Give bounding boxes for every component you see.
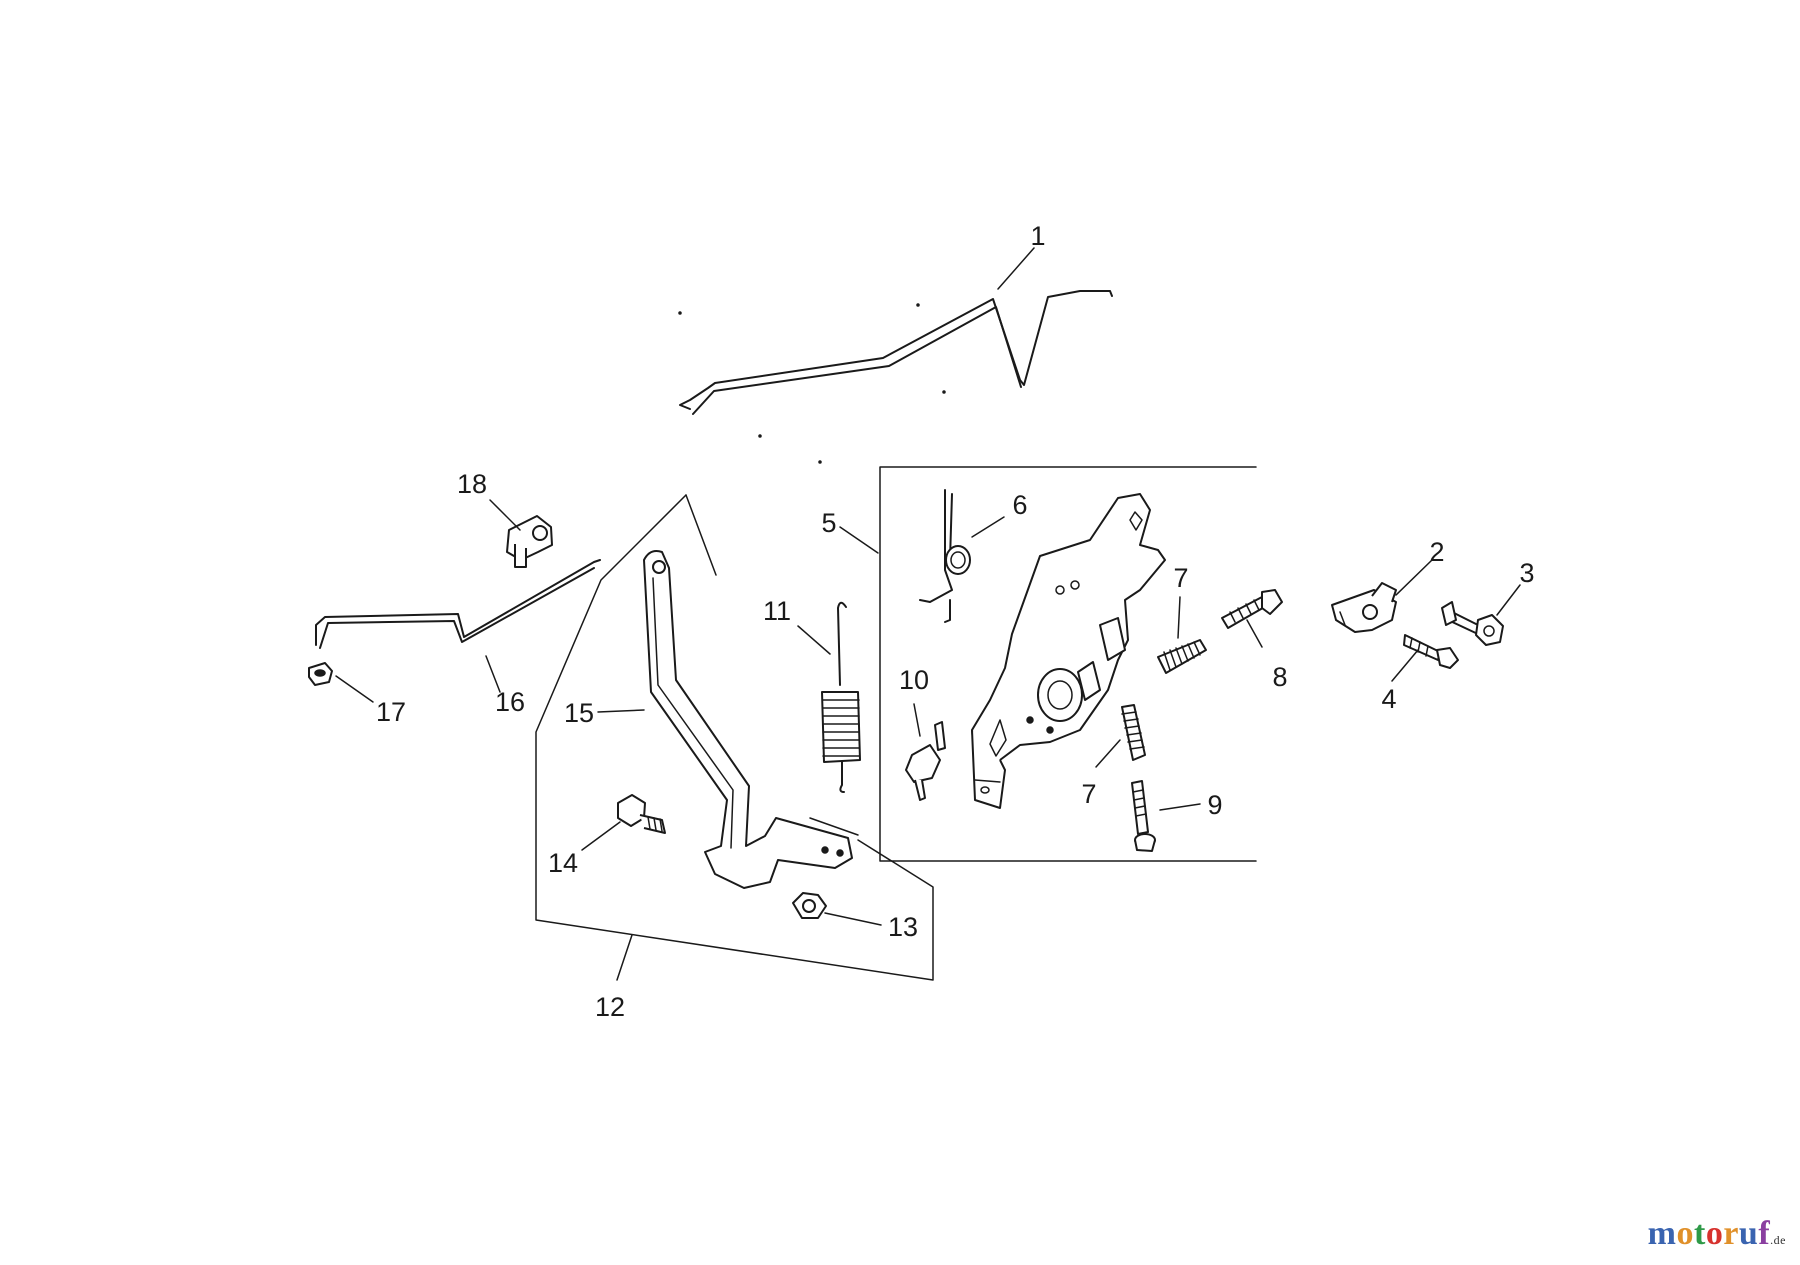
nut-13 <box>792 892 827 919</box>
callout-5: 5 <box>821 508 836 538</box>
governor-plate-5 <box>971 493 1166 809</box>
bolt-4 <box>1403 634 1459 669</box>
callout-4: 4 <box>1381 684 1396 714</box>
watermark-tld: .de <box>1770 1233 1786 1247</box>
compression-spring-7b <box>1121 704 1146 761</box>
compression-spring-7a <box>1157 639 1207 674</box>
callout-18: 18 <box>457 469 487 499</box>
assembly-bracket-12-top <box>685 494 717 576</box>
callout-7a: 7 <box>1173 563 1188 593</box>
clip-18 <box>506 515 553 568</box>
callout-1: 1 <box>1030 221 1045 251</box>
callout-2: 2 <box>1429 537 1444 567</box>
callout-7b: 7 <box>1081 779 1096 809</box>
callout-15: 15 <box>564 698 594 728</box>
torsion-spring-6 <box>919 489 971 623</box>
bracket-clip-2 <box>1331 582 1397 633</box>
watermark-letter: u <box>1738 1215 1759 1252</box>
callout-10: 10 <box>899 665 929 695</box>
bolt-3 <box>1441 601 1504 646</box>
watermark-logo: motoruf.de <box>1648 1215 1786 1253</box>
screw-8 <box>1221 589 1283 629</box>
assembly-bracket-12 <box>535 494 934 981</box>
callout-3: 3 <box>1519 558 1534 588</box>
callout-16: 16 <box>495 687 525 717</box>
assembly-bracket-12-mid <box>809 817 859 836</box>
callout-14: 14 <box>548 848 578 878</box>
leader-lines <box>335 247 1521 981</box>
link-rod-16 <box>315 559 601 649</box>
assembly-bracket-5 <box>879 466 1257 862</box>
callout-9: 9 <box>1207 790 1222 820</box>
watermark-letter: m <box>1647 1215 1677 1252</box>
switch-10 <box>905 721 946 801</box>
watermark-letter: t <box>1694 1215 1706 1252</box>
callout-13: 13 <box>888 912 918 942</box>
callout-6: 6 <box>1012 490 1027 520</box>
callout-17: 17 <box>376 697 406 727</box>
nut-17 <box>308 662 333 686</box>
watermark-letter: r <box>1723 1215 1739 1252</box>
watermark-letter: f <box>1758 1215 1771 1252</box>
callout-12: 12 <box>595 992 625 1022</box>
callout-labels: 1 2 3 4 5 6 7 7 8 9 10 11 12 13 14 15 16… <box>376 221 1535 1022</box>
bolt-14 <box>617 794 666 834</box>
callout-11: 11 <box>763 596 791 626</box>
watermark-letter: o <box>1676 1215 1694 1252</box>
callout-8: 8 <box>1272 662 1287 692</box>
scan-specks <box>678 303 946 464</box>
control-rod-1 <box>679 290 1113 415</box>
pedal-arm-15 <box>643 550 853 889</box>
watermark-letter: o <box>1705 1215 1724 1252</box>
screw-9 <box>1131 780 1156 852</box>
extension-spring-11 <box>821 601 861 793</box>
